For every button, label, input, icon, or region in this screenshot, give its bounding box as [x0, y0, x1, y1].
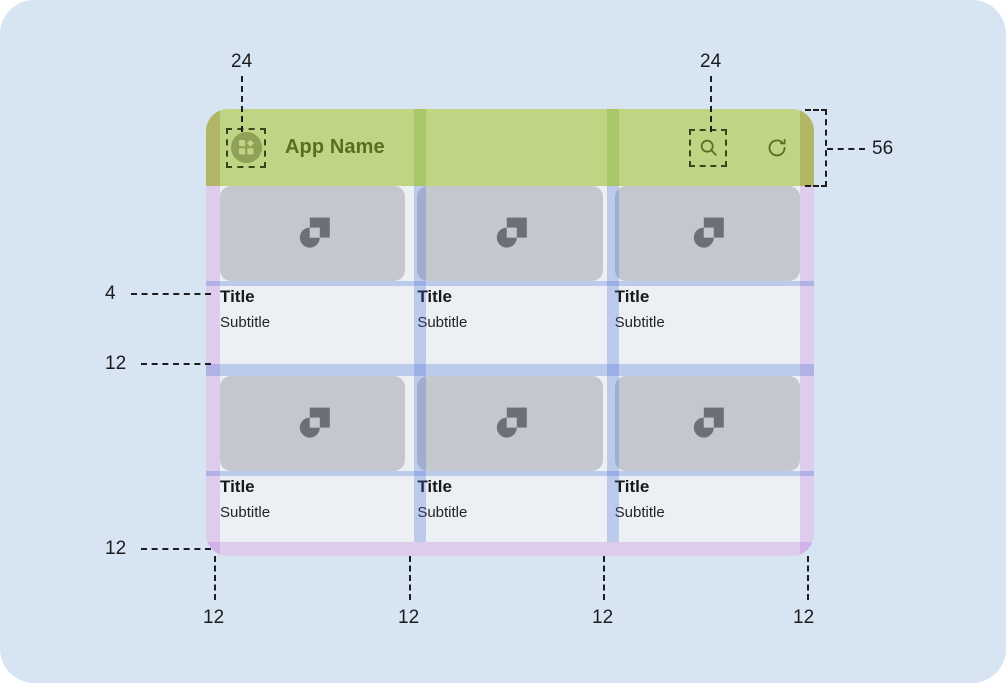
image-placeholder-icon [496, 407, 527, 438]
annotation-bracket-appbar-height [805, 109, 827, 187]
card-subtitle: Subtitle [614, 504, 665, 521]
avatar [230, 132, 262, 163]
annotation-label-top-left-24: 24 [231, 51, 253, 72]
card-subtitle: Subtitle [417, 504, 468, 521]
annotation-leader-bottom-12-a [214, 556, 216, 600]
card-text: Title Subtitle [615, 471, 800, 554]
card-text: Title Subtitle [615, 281, 800, 364]
annotation-leader-top-right-24 [710, 76, 712, 132]
search-icon [700, 139, 717, 156]
card-media [417, 186, 603, 281]
image-placeholder-icon [496, 217, 527, 248]
annotation-leader-12-bottom-padding [141, 548, 211, 550]
image-placeholder-icon [694, 407, 725, 438]
search-button[interactable] [689, 128, 727, 167]
image-placeholder-icon [299, 407, 330, 438]
annotation-label-bottom-12-b: 12 [398, 607, 420, 628]
card[interactable]: Title Subtitle [417, 376, 603, 554]
annotation-label-12-bottom-padding: 12 [105, 538, 127, 559]
annotation-leader-12-row-gutter [141, 363, 211, 365]
card-title: Title [220, 477, 255, 496]
card[interactable]: Title Subtitle [220, 186, 406, 364]
card-text: Title Subtitle [220, 281, 405, 364]
image-placeholder-icon [299, 217, 330, 248]
app-bar: App Name [206, 109, 814, 186]
card[interactable]: Title Subtitle [220, 376, 406, 554]
card-subtitle: Subtitle [220, 504, 271, 521]
annotation-leader-4 [131, 293, 211, 295]
app-grid-avatar-icon [238, 139, 254, 155]
card-title: Title [614, 287, 650, 306]
annotation-label-56: 56 [872, 138, 894, 159]
card-media [614, 186, 800, 281]
refresh-icon [768, 138, 786, 156]
card-subtitle: Subtitle [614, 314, 665, 331]
card[interactable]: Title Subtitle [614, 376, 800, 554]
app-title: App Name [285, 136, 385, 158]
card-title: Title [417, 287, 452, 306]
card-text: Title Subtitle [417, 471, 602, 554]
image-placeholder-icon [694, 217, 725, 248]
refresh-button[interactable] [762, 133, 792, 163]
annotation-leader-bottom-12-c [603, 556, 605, 600]
card-row: Title Subtitle Title Subtitle [220, 376, 800, 554]
app-grid-avatar-button[interactable] [226, 127, 266, 168]
card[interactable]: Title Subtitle [614, 186, 800, 364]
card-subtitle: Subtitle [417, 314, 468, 331]
annotation-label-12-row-gutter: 12 [105, 353, 127, 374]
app-frame: App Name [206, 109, 814, 556]
card-title: Title [614, 477, 650, 496]
annotation-leader-bottom-12-b [409, 556, 411, 600]
app-bar-content: App Name [220, 109, 800, 186]
card-row: Title Subtitle Title Subtitle [220, 186, 800, 364]
annotation-label-4: 4 [105, 283, 116, 304]
card-subtitle: Subtitle [220, 314, 271, 331]
annotation-leader-56 [827, 148, 865, 150]
card-media [220, 186, 406, 281]
card-media [220, 376, 406, 471]
card-text: Title Subtitle [220, 471, 405, 554]
card-media [417, 376, 603, 471]
annotation-leader-top-left-24 [241, 76, 243, 132]
card[interactable]: Title Subtitle [417, 186, 603, 364]
card-media [614, 376, 800, 471]
card-grid: Title Subtitle Title Subtitle [206, 186, 814, 556]
annotation-label-bottom-12-c: 12 [592, 607, 614, 628]
card-title: Title [417, 477, 452, 496]
annotation-label-bottom-12-d: 12 [793, 607, 815, 628]
card-title: Title [220, 287, 255, 306]
annotation-label-top-right-24: 24 [700, 51, 722, 72]
annotation-leader-bottom-12-d [807, 556, 809, 600]
card-text: Title Subtitle [417, 281, 602, 364]
annotation-label-bottom-12-a: 12 [203, 607, 225, 628]
